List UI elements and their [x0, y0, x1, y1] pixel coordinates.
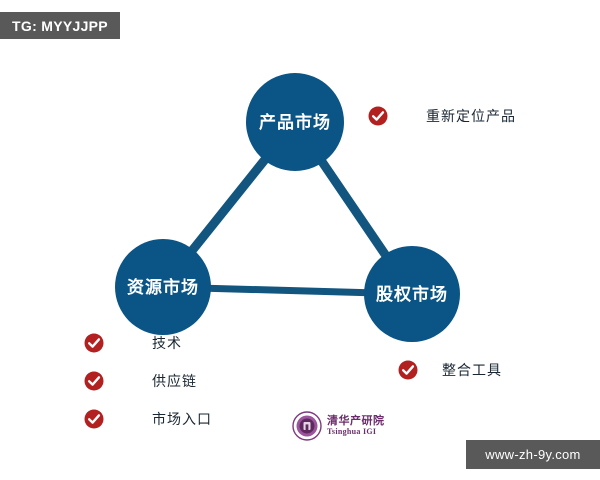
- node-equity-circle: [364, 246, 460, 342]
- node-product-circle: [246, 73, 344, 171]
- tsinghua-emblem-icon: [292, 411, 322, 441]
- check-circle-icon: [398, 360, 418, 380]
- annotation-reposition-label: 重新定位产品: [426, 108, 516, 124]
- annotation-integration-tools-label: 整合工具: [442, 362, 502, 378]
- node-resource-label: 资源市场: [127, 277, 199, 297]
- annotation-market-entry: 市场入口: [84, 409, 212, 429]
- logo-text-block: 清华产研院 Tsinghua IGI: [327, 415, 385, 436]
- node-equity[interactable]: 股权市场: [364, 246, 460, 342]
- logo-english-name: Tsinghua IGI: [327, 426, 377, 436]
- annotation-integration-tools: 整合工具: [398, 360, 502, 380]
- node-resource-circle: [115, 239, 211, 335]
- check-circle-icon: [368, 106, 388, 126]
- node-group: 产品市场 资源市场 股权市场: [115, 73, 460, 342]
- check-circle-icon: [84, 409, 104, 429]
- annotation-reposition: 重新定位产品: [368, 106, 516, 126]
- site-watermark-badge: www-zh-9y.com: [466, 440, 600, 469]
- node-resource[interactable]: 资源市场: [115, 239, 211, 335]
- tg-watermark-badge: TG: MYYJJPP: [0, 12, 120, 39]
- tsinghua-igi-logo: 清华产研院 Tsinghua IGI: [292, 411, 385, 441]
- annotation-market-entry-label: 市场入口: [152, 411, 212, 427]
- check-circle-icon: [84, 371, 104, 391]
- annotation-technology: 技术: [84, 333, 182, 353]
- node-equity-label: 股权市场: [376, 284, 448, 304]
- check-circle-icon: [84, 333, 104, 353]
- logo-chinese-name: 清华产研院: [327, 415, 385, 428]
- node-product[interactable]: 产品市场: [246, 73, 344, 171]
- annotation-supply-chain-label: 供应链: [152, 373, 197, 389]
- annotation-supply-chain: 供应链: [84, 371, 197, 391]
- annotation-technology-label: 技术: [152, 335, 182, 351]
- node-product-label: 产品市场: [259, 112, 331, 132]
